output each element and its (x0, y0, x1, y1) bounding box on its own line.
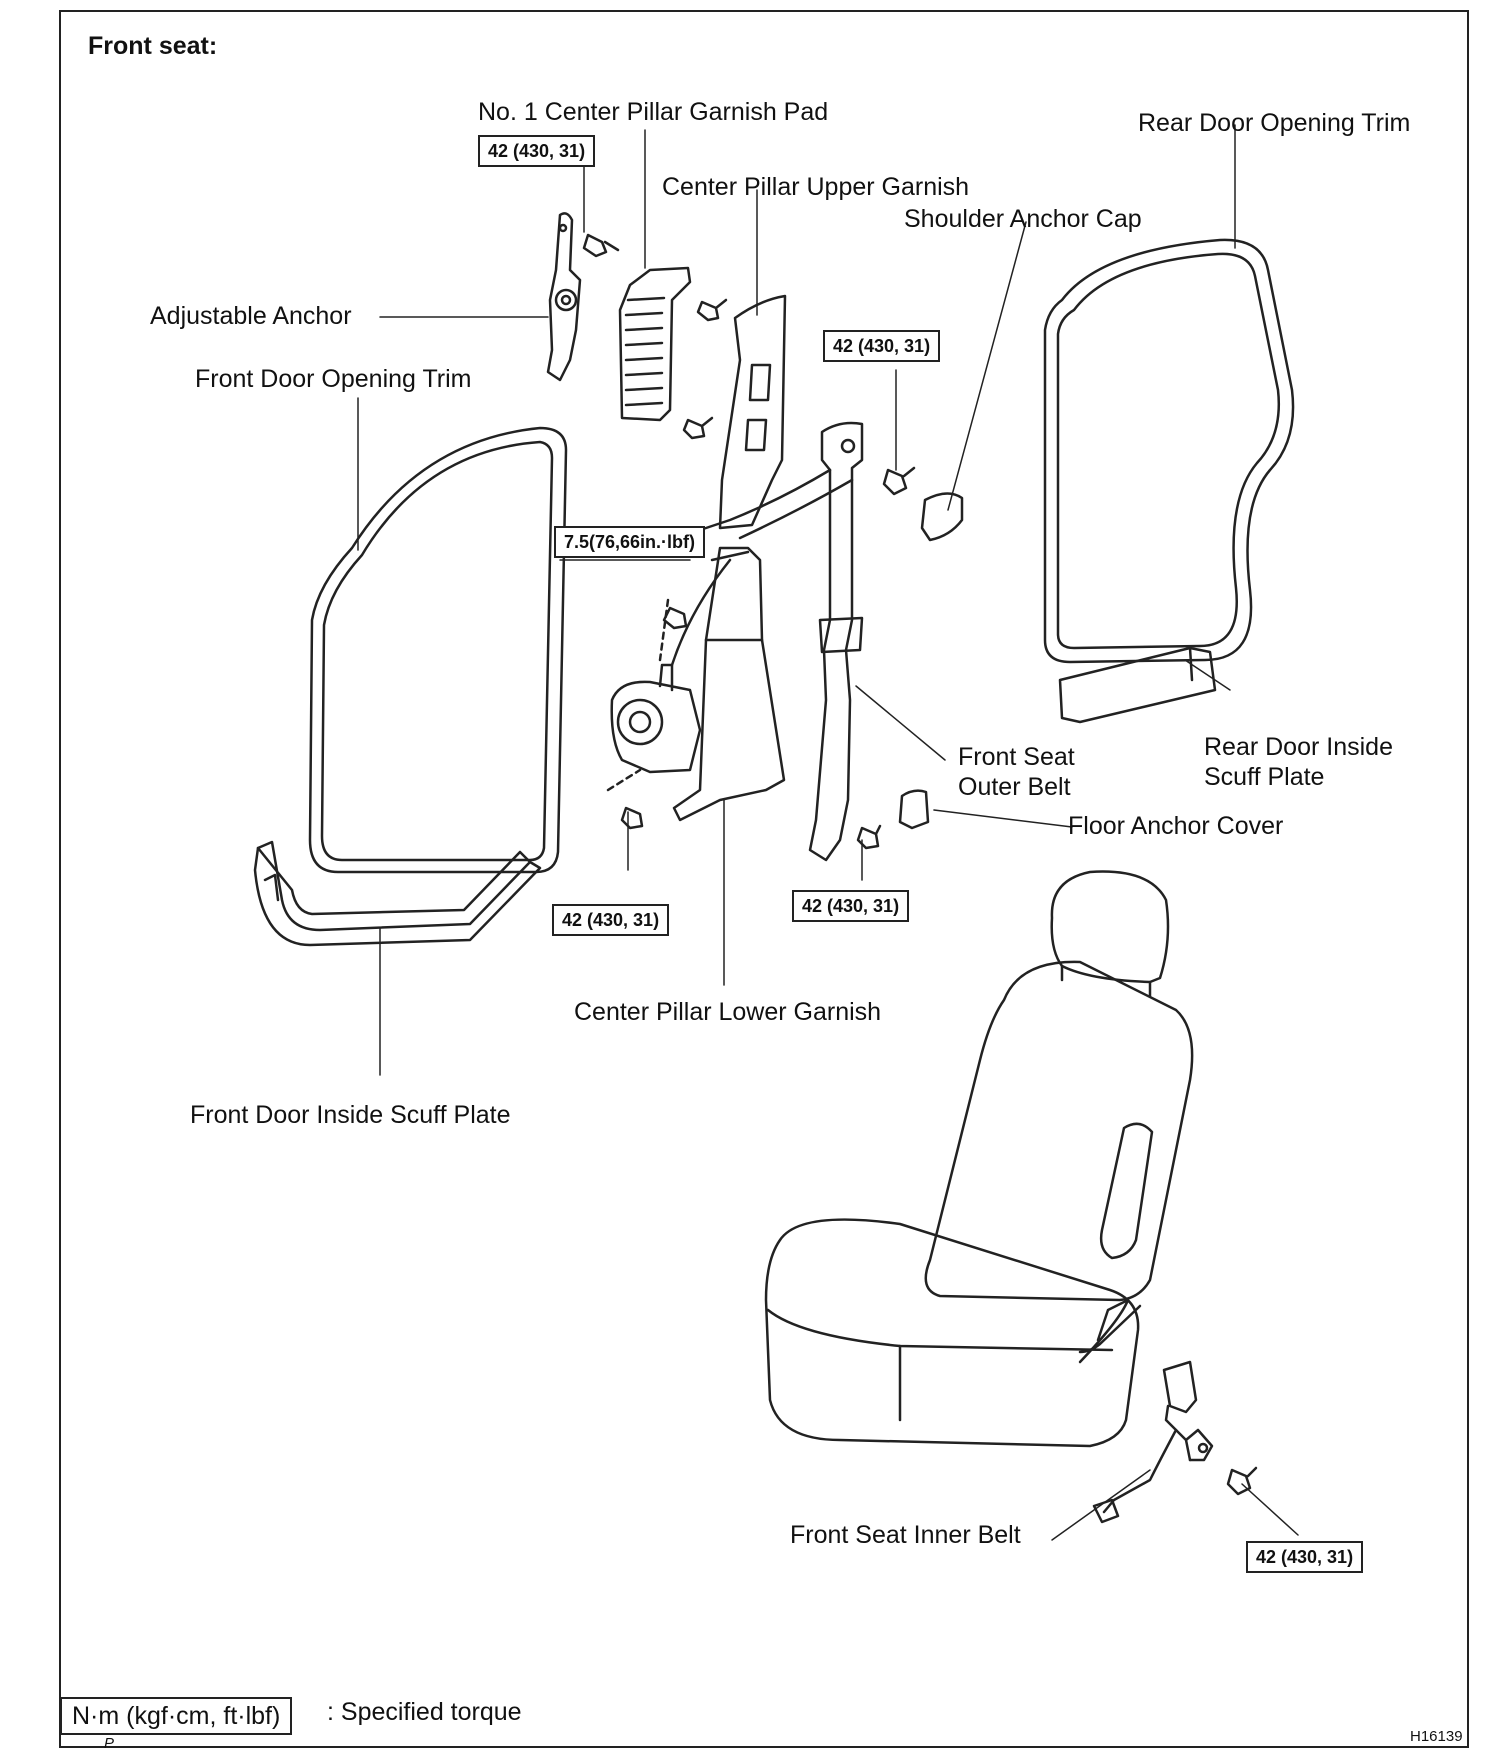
rear-door-opening-trim (1043, 238, 1295, 664)
shoulder-anchor-cap (920, 492, 964, 542)
torque-spec-floor-anchor: 42 (430, 31) (792, 890, 910, 922)
label-shoulder-cap: Shoulder Anchor Cap (904, 205, 1142, 233)
adjustable-anchor (546, 212, 582, 382)
front-door-scuff-plate (253, 840, 542, 947)
upper-garnish (718, 294, 787, 530)
leader-lines (357, 124, 1299, 1541)
label-adjustable-anchor: Adjustable Anchor (150, 302, 352, 330)
torque-spec-retractor-top: 7.5(76,66in.·lbf) (554, 526, 706, 558)
label-lower-garnish: Center Pillar Lower Garnish (574, 998, 882, 1026)
torque-spec-upper-anchor: 42 (430, 31) (823, 330, 941, 362)
label-rear-scuff-1: Rear Door Inside (1204, 733, 1393, 761)
label-outer-belt-2: Outer Belt (958, 773, 1071, 801)
figure-frame (59, 10, 1469, 1748)
torque-spec-retractor-bottom: 42 (430, 31) (552, 904, 670, 936)
lower-garnish (672, 546, 786, 822)
seat-back (924, 960, 1194, 1302)
torque-spec-inner-belt: 42 (430, 31) (1246, 1541, 1364, 1573)
label-front-door-trim: Front Door Opening Trim (195, 365, 472, 393)
label-floor-cover: Floor Anchor Cover (1068, 812, 1284, 840)
figure-id: H16139 (1410, 1728, 1463, 1745)
outer-belt (808, 421, 864, 862)
label-rear-door-trim: Rear Door Opening Trim (1138, 109, 1411, 137)
label-inner-belt: Front Seat Inner Belt (790, 1521, 1021, 1549)
inner-belt (1092, 1360, 1214, 1524)
headrest (1050, 870, 1170, 984)
seat-cushion (764, 1218, 1140, 1448)
label-rear-scuff-2: Scuff Plate (1204, 763, 1325, 791)
label-front-scuff: Front Door Inside Scuff Plate (190, 1101, 511, 1129)
page-title: Front seat: (88, 32, 218, 60)
legend-unit-box: N·m (kgf·cm, ft·lbf) (60, 1697, 293, 1735)
floor-anchor-cover (898, 789, 930, 830)
legend-mark: P (104, 1735, 115, 1752)
torque-spec-adjustable-anchor: 42 (430, 31) (478, 135, 596, 167)
legend-text: : Specified torque (327, 1698, 522, 1726)
front-door-opening-trim (308, 426, 568, 874)
retractor (610, 558, 732, 774)
rear-door-scuff-plate (1058, 646, 1217, 724)
label-garnish-pad: No. 1 Center Pillar Garnish Pad (478, 98, 829, 126)
label-outer-belt-1: Front Seat (958, 743, 1075, 771)
garnish-pad (618, 266, 692, 422)
label-upper-garnish: Center Pillar Upper Garnish (662, 173, 970, 201)
